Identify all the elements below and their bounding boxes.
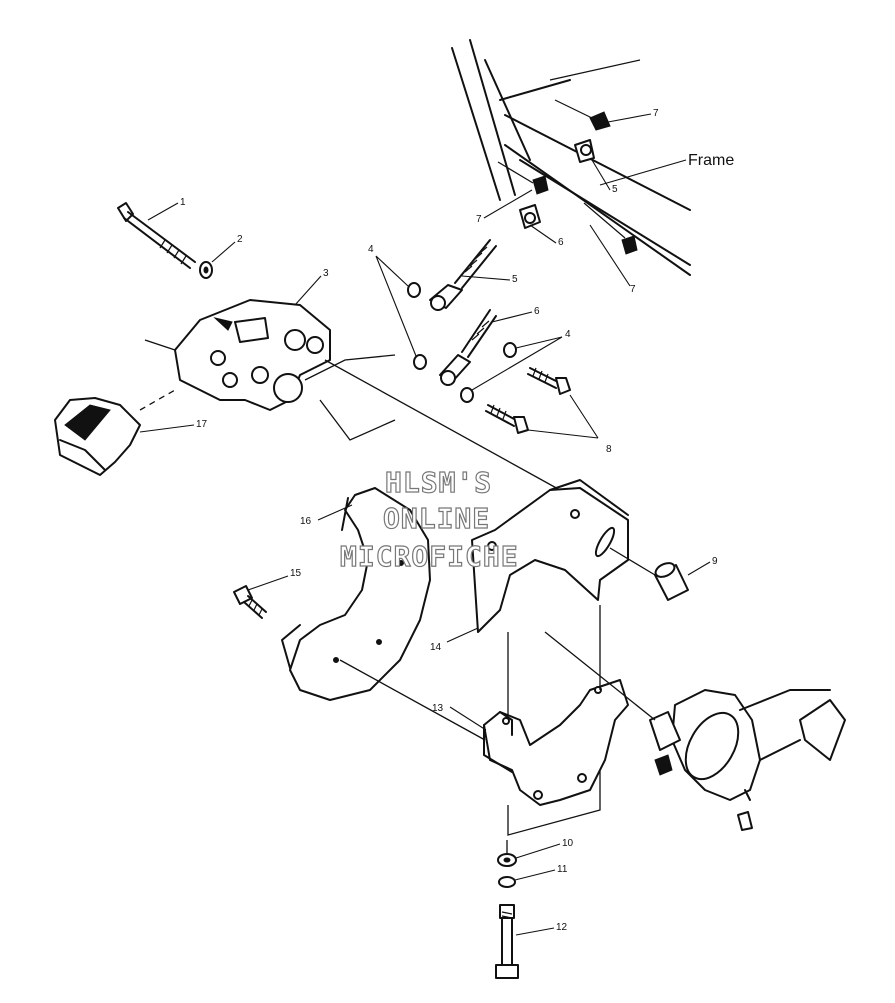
callout-1: 1 [180, 197, 186, 208]
washer-part-2 [199, 261, 213, 279]
callout-5-lower: 5 [512, 274, 518, 285]
washer-part-10 [497, 853, 517, 867]
washer-part-4 [407, 282, 517, 403]
bolt-part-12 [495, 904, 519, 979]
callout-14: 14 [430, 642, 442, 653]
disc-shield-part-16 [281, 487, 431, 701]
frame-label: Frame [688, 152, 734, 169]
frame-rails [451, 39, 691, 276]
bolt-part-1 [117, 202, 196, 269]
callout-11: 11 [557, 864, 568, 875]
brake-pad-part-17 [54, 397, 141, 476]
frame-leader [599, 159, 687, 186]
callout-10: 10 [562, 838, 574, 849]
callout-3: 3 [323, 268, 329, 279]
callout-6-upper: 6 [558, 237, 564, 248]
callout-4-right: 4 [565, 329, 571, 340]
callout-7-right: 7 [630, 284, 636, 295]
banjo-fitting-part-5 [429, 239, 497, 311]
screw-part-15 [233, 585, 267, 619]
watermark-line-2: ONLINE [383, 502, 490, 535]
callout-13: 13 [432, 703, 444, 714]
line-fitting-part-6-upper [519, 204, 541, 229]
line-fitting-part-5-upper [574, 139, 595, 163]
axle-hub-assembly [649, 689, 846, 831]
bushing-part-9 [654, 562, 689, 601]
watermark-line-3: MICROFICHE [340, 540, 519, 573]
callout-9: 9 [712, 556, 718, 567]
lower-bracket-part-13 [483, 679, 629, 806]
lock-washer-part-11 [498, 876, 516, 888]
watermark-line-1: HLSM'S [385, 466, 492, 499]
callout-4-left: 4 [368, 244, 374, 255]
bolt-part-8 [485, 367, 571, 434]
callout-7-mid: 7 [476, 214, 482, 225]
banjo-fitting-part-6 [439, 309, 497, 386]
callout-8: 8 [606, 444, 612, 455]
watermark: HLSM'S ONLINE MICROFICHE [339, 465, 519, 573]
callout-6-lower: 6 [534, 306, 540, 317]
callout-2: 2 [237, 234, 243, 245]
callout-12: 12 [556, 922, 568, 933]
callout-7-top: 7 [653, 108, 659, 119]
callout-16: 16 [300, 516, 312, 527]
callout-15: 15 [290, 568, 302, 579]
clip-part-7 [497, 99, 638, 255]
caliper-part-3 [144, 299, 396, 441]
bracket-part-14 [471, 479, 629, 633]
callout-5-upper: 5 [612, 184, 618, 195]
caliper-to-bracket-guide [324, 359, 561, 491]
callout-17: 17 [196, 419, 208, 430]
